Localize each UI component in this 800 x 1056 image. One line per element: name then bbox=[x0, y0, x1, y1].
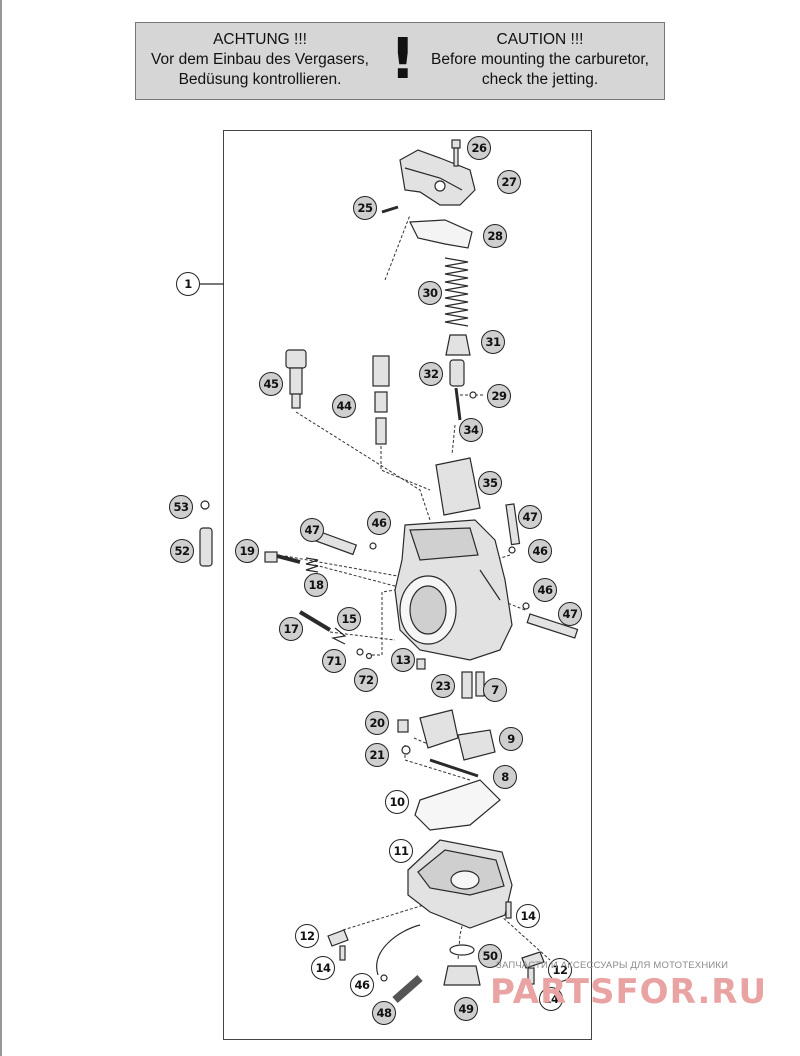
watermark-caption: ЗАПЧАСТИ И АКСЕССУАРЫ ДЛЯ МОТОТЕХНИКИ bbox=[496, 960, 729, 971]
callout-46: 46 bbox=[350, 973, 374, 997]
float-bowl-part bbox=[407, 839, 513, 929]
float-assembly-part bbox=[397, 709, 496, 778]
callout-52: 52 bbox=[170, 539, 194, 563]
spring-part bbox=[444, 257, 469, 327]
ring-part bbox=[369, 542, 377, 550]
drain-plug-part bbox=[443, 965, 481, 986]
screw-part bbox=[505, 901, 512, 919]
needle-clip-part bbox=[449, 359, 465, 387]
idle-screw-part bbox=[264, 551, 301, 564]
callout-49: 49 bbox=[454, 997, 478, 1021]
screw-part bbox=[527, 967, 535, 985]
adjusting-screw-part bbox=[285, 349, 307, 409]
bracket-part bbox=[327, 929, 349, 947]
caution-box: ACHTUNG !!! Vor dem Einbau des Vergasers… bbox=[135, 22, 665, 100]
callout-26: 26 bbox=[467, 136, 491, 160]
callout-7: 7 bbox=[483, 678, 507, 702]
callout-25: 25 bbox=[353, 196, 377, 220]
caution-english-line: CAUTION !!! bbox=[496, 31, 584, 48]
callout-19: 19 bbox=[235, 539, 259, 563]
o-ring-part bbox=[200, 500, 210, 510]
callout-32: 32 bbox=[419, 362, 443, 386]
watermark-logo: PARTSFOR.RU bbox=[490, 972, 768, 1012]
screw-part bbox=[451, 139, 461, 167]
drain-hose-part bbox=[392, 974, 423, 1004]
callout-44: 44 bbox=[332, 394, 356, 418]
callout-47: 47 bbox=[300, 518, 324, 542]
callout-9: 9 bbox=[499, 727, 523, 751]
callout-34: 34 bbox=[459, 418, 483, 442]
callout-20: 20 bbox=[365, 711, 389, 735]
callout-23: 23 bbox=[431, 674, 455, 698]
throttle-slide-part bbox=[435, 457, 481, 516]
callout-17: 17 bbox=[279, 617, 303, 641]
float-bowl-gasket-part bbox=[414, 779, 501, 831]
drain-hose-line bbox=[376, 924, 421, 976]
callout-72: 72 bbox=[354, 668, 378, 692]
jet-part bbox=[416, 658, 426, 670]
ring-part bbox=[508, 546, 516, 554]
callout-8: 8 bbox=[493, 765, 517, 789]
callout-10: 10 bbox=[385, 790, 409, 814]
callout-35: 35 bbox=[478, 471, 502, 495]
assembly-frame bbox=[223, 130, 592, 1040]
pilot-screw-part bbox=[298, 610, 373, 660]
callout-1: 1 bbox=[176, 272, 200, 296]
caution-english-line: check the jetting. bbox=[481, 71, 599, 88]
callout-48: 48 bbox=[372, 1001, 396, 1025]
callout-46: 46 bbox=[533, 578, 557, 602]
callout-14: 14 bbox=[539, 987, 563, 1011]
caution-german: ACHTUNG !!! Vor dem Einbau des Vergasers… bbox=[140, 30, 380, 90]
jet-needle-part bbox=[454, 387, 462, 421]
carburetor-body-part bbox=[394, 519, 513, 661]
jet-part bbox=[461, 671, 473, 699]
callout-18: 18 bbox=[304, 573, 328, 597]
callout-45: 45 bbox=[259, 372, 283, 396]
callout-11: 11 bbox=[389, 839, 413, 863]
caution-english: CAUTION !!! Before mounting the carburet… bbox=[420, 30, 660, 90]
bracket-part bbox=[521, 951, 545, 969]
plunger-assembly-part bbox=[372, 355, 390, 445]
callout-12: 12 bbox=[295, 924, 319, 948]
caution-german-line: ACHTUNG !!! bbox=[213, 31, 307, 48]
caution-english-line: Before mounting the carburetor, bbox=[431, 51, 649, 68]
caution-german-line: Vor dem Einbau des Vergasers, bbox=[151, 51, 369, 68]
callout-14: 14 bbox=[311, 956, 335, 980]
ring-part bbox=[380, 974, 388, 982]
callout-29: 29 bbox=[487, 384, 511, 408]
callout-12: 12 bbox=[548, 958, 572, 982]
o-ring-part bbox=[449, 944, 475, 956]
screw-part bbox=[339, 945, 346, 961]
callout-31: 31 bbox=[481, 330, 505, 354]
callout-47: 47 bbox=[518, 505, 542, 529]
callout-15: 15 bbox=[337, 607, 361, 631]
caution-german-line: Bedüsung kontrollieren. bbox=[178, 71, 342, 88]
vent-tube-part bbox=[526, 613, 579, 639]
callout-46: 46 bbox=[367, 511, 391, 535]
ring-part bbox=[522, 602, 530, 610]
callout-46: 46 bbox=[528, 539, 552, 563]
callout-53: 53 bbox=[169, 495, 193, 519]
vent-tube-part bbox=[505, 503, 521, 546]
callout-14: 14 bbox=[516, 904, 540, 928]
clip-part bbox=[469, 391, 477, 399]
spring-seat-part bbox=[445, 334, 471, 356]
callout-13: 13 bbox=[391, 648, 415, 672]
spring-part bbox=[305, 557, 319, 573]
callout-50: 50 bbox=[478, 944, 502, 968]
plug-part bbox=[199, 527, 213, 567]
callout-47: 47 bbox=[558, 602, 582, 626]
callout-27: 27 bbox=[497, 170, 521, 194]
callout-28: 28 bbox=[483, 224, 507, 248]
callout-71: 71 bbox=[322, 649, 346, 673]
screw-part bbox=[381, 205, 399, 214]
callout-21: 21 bbox=[365, 743, 389, 767]
gasket-part bbox=[409, 219, 473, 249]
callout-30: 30 bbox=[418, 281, 442, 305]
top-cover-part bbox=[399, 149, 476, 206]
